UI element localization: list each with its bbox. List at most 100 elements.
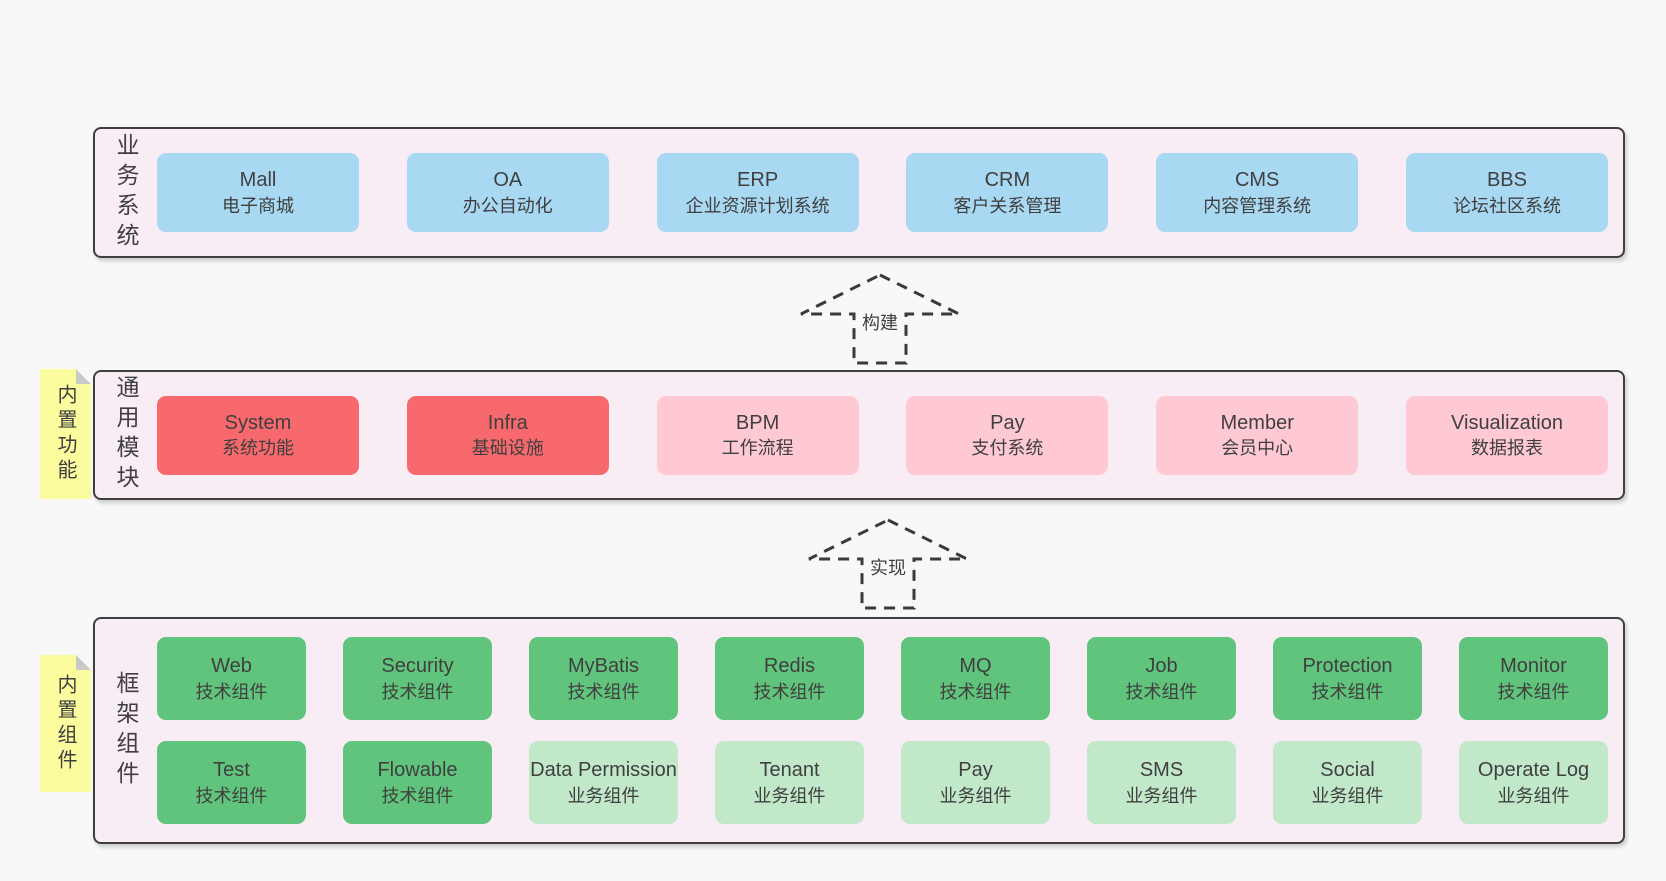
component-box-visualization: Visualization 数据报表 xyxy=(1405,395,1608,475)
layer-label-text: 业务系统 xyxy=(113,132,139,253)
component-box-tenant: Tenant 业务组件 xyxy=(715,741,864,824)
box-title: Infra xyxy=(487,411,528,434)
sticky-note-text: 内置功能 xyxy=(54,384,76,484)
sticky-note-built-in-components: 内置组件 xyxy=(40,655,91,792)
build-arrow-up-icon: 构建 xyxy=(795,272,965,366)
box-subtitle: 业务组件 xyxy=(1311,785,1384,806)
component-box-infra: Infra 基础设施 xyxy=(406,395,609,475)
box-subtitle: 客户关系管理 xyxy=(953,195,1062,216)
box-subtitle: 技术组件 xyxy=(381,681,454,702)
box-title: Pay xyxy=(958,759,993,782)
component-box-web: Web 技术组件 xyxy=(157,637,306,720)
implement-arrow-up-icon: 实现 xyxy=(803,517,973,611)
box-subtitle: 业务组件 xyxy=(1497,785,1570,806)
sticky-note-built-in-features: 内置功能 xyxy=(40,369,91,499)
box-subtitle: 办公自动化 xyxy=(462,195,553,216)
box-title: Pay xyxy=(990,411,1025,434)
box-subtitle: 技术组件 xyxy=(195,681,268,702)
component-box-mq: MQ 技术组件 xyxy=(901,637,1050,720)
component-box-social: Social 业务组件 xyxy=(1273,741,1422,824)
box-subtitle: 系统功能 xyxy=(222,438,294,459)
component-box-protection: Protection 技术组件 xyxy=(1273,637,1422,720)
box-title: Member xyxy=(1220,411,1294,434)
component-box-oa: OA 办公自动化 xyxy=(406,153,609,232)
component-box-crm: CRM 客户关系管理 xyxy=(906,153,1109,232)
component-box-mall: Mall 电子商城 xyxy=(157,153,359,232)
box-title: Redis xyxy=(763,655,816,678)
component-box-flowable: Flowable 技术组件 xyxy=(343,741,492,824)
box-title: Visualization xyxy=(1451,411,1563,434)
component-box-monitor: Monitor 技术组件 xyxy=(1459,637,1608,720)
box-title: Mall xyxy=(239,169,277,192)
component-box-cms: CMS 内容管理系统 xyxy=(1156,153,1359,232)
component-box-mybatis: MyBatis 技术组件 xyxy=(529,637,678,720)
box-title: Web xyxy=(211,655,252,678)
component-box-operate-log: Operate Log 业务组件 xyxy=(1459,741,1608,824)
box-title: MQ xyxy=(959,655,992,678)
component-box-system: System 系统功能 xyxy=(157,395,359,475)
box-subtitle: 技术组件 xyxy=(1311,681,1384,702)
component-box-security: Security 技术组件 xyxy=(343,637,492,720)
build-arrow-label: 构建 xyxy=(859,308,901,336)
box-title: Operate Log xyxy=(1477,759,1590,782)
box-subtitle: 业务组件 xyxy=(753,785,826,806)
layer-label-text: 通用模块 xyxy=(113,375,139,495)
box-title: CMS xyxy=(1234,169,1280,192)
box-title: Data Permission xyxy=(530,759,677,782)
component-box-redis: Redis 技术组件 xyxy=(715,637,864,720)
component-box-sms: SMS 业务组件 xyxy=(1087,741,1236,824)
sticky-note-text: 内置组件 xyxy=(54,673,76,774)
component-box-pay: Pay 业务组件 xyxy=(901,741,1050,824)
box-title: System xyxy=(224,411,292,434)
box-title: ERP xyxy=(737,169,779,192)
box-title: Tenant xyxy=(759,759,820,782)
layer-label-common-modules: 通用模块 xyxy=(95,372,157,498)
folded-corner-icon xyxy=(76,369,91,384)
box-title: CRM xyxy=(984,169,1031,192)
box-subtitle: 数据报表 xyxy=(1470,438,1543,459)
folded-corner-icon xyxy=(76,655,91,670)
layer-label-text: 框架组件 xyxy=(113,670,139,791)
box-title: SMS xyxy=(1139,759,1184,782)
box-title: Monitor xyxy=(1500,655,1567,678)
box-subtitle: 论坛社区系统 xyxy=(1452,195,1561,216)
box-subtitle: 内容管理系统 xyxy=(1203,195,1312,216)
box-title: BBS xyxy=(1486,169,1527,192)
box-subtitle: 技术组件 xyxy=(1125,681,1198,702)
box-subtitle: 基础设施 xyxy=(471,438,544,459)
box-title: Protection xyxy=(1302,655,1393,678)
box-subtitle: 技术组件 xyxy=(753,681,826,702)
box-subtitle: 会员中心 xyxy=(1221,438,1294,459)
layer-label-business-systems: 业务系统 xyxy=(95,129,157,256)
box-subtitle: 电子商城 xyxy=(222,195,294,216)
box-subtitle: 技术组件 xyxy=(939,681,1012,702)
box-subtitle: 技术组件 xyxy=(195,785,268,806)
box-title: OA xyxy=(493,169,523,192)
component-box-pay: Pay 支付系统 xyxy=(906,395,1109,475)
box-subtitle: 支付系统 xyxy=(971,438,1044,459)
box-title: BPM xyxy=(735,411,780,434)
box-subtitle: 业务组件 xyxy=(1125,785,1198,806)
box-subtitle: 技术组件 xyxy=(381,785,454,806)
box-subtitle: 技术组件 xyxy=(567,681,640,702)
box-title: Flowable xyxy=(377,759,458,782)
box-title: MyBatis xyxy=(567,655,640,678)
box-title: Security xyxy=(381,655,454,678)
box-subtitle: 业务组件 xyxy=(939,785,1012,806)
component-box-bbs: BBS 论坛社区系统 xyxy=(1405,153,1608,232)
box-subtitle: 技术组件 xyxy=(1497,681,1570,702)
box-title: Social xyxy=(1320,759,1375,782)
layer-label-framework-components: 框架组件 xyxy=(95,619,157,842)
box-title: Job xyxy=(1145,655,1178,678)
